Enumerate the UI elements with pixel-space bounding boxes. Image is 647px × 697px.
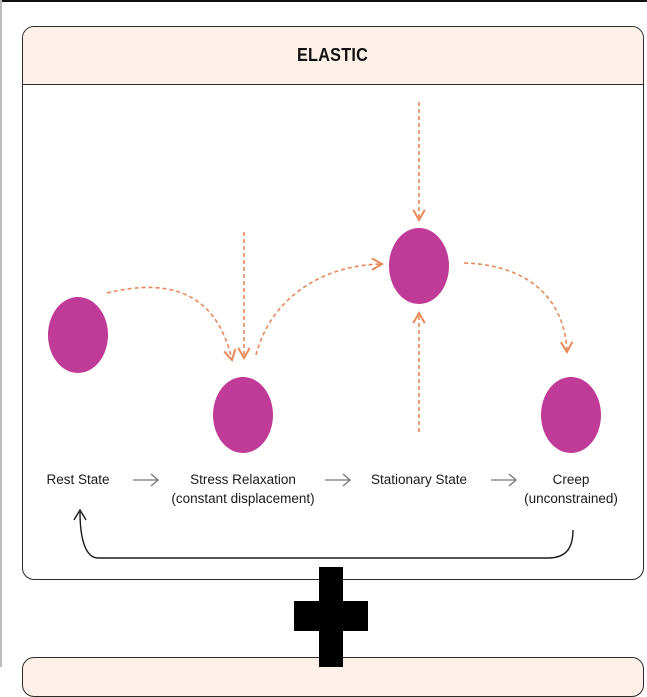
window-top-border [0, 0, 647, 2]
arrow-stationary-to-creep [463, 262, 574, 355]
arrow-stress-to-stationary [255, 257, 385, 356]
label-stationary: Stationary State [371, 472, 467, 487]
label-creep-line1: Creep [553, 472, 590, 487]
flow-arrow-1 [133, 473, 159, 487]
flow-arrow-3 [491, 473, 517, 487]
node-stress-relaxation [213, 377, 273, 453]
plus-icon [294, 567, 368, 667]
label-rest: Rest State [46, 472, 109, 487]
label-creep-line2: (unconstrained) [524, 491, 618, 506]
flow-arrow-2 [325, 473, 351, 487]
panel-title: ELASTIC [297, 45, 369, 65]
node-rest [48, 297, 108, 373]
arrow-rest-to-stress [106, 286, 237, 362]
label-stress-line1: Stress Relaxation [190, 472, 296, 487]
label-stress-line2: (constant displacement) [171, 491, 314, 506]
node-stationary [389, 228, 449, 304]
state-diagram: Rest State Stress Relaxation (constant d… [46, 102, 618, 667]
return-arrow-creep-to-rest [73, 508, 574, 559]
node-creep [541, 377, 601, 453]
elastic-panel: ELASTIC [22, 26, 644, 580]
panel-header: ELASTIC [23, 27, 643, 85]
window-left-border [0, 0, 2, 667]
